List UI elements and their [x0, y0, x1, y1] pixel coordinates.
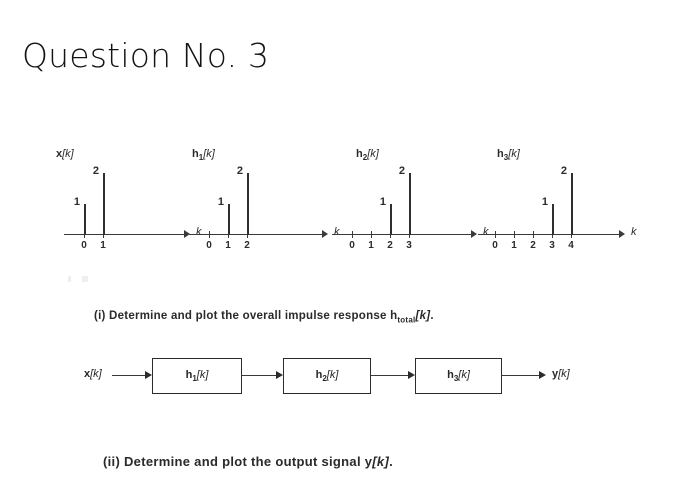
axis-tick — [533, 231, 534, 238]
block-h1[interactable]: h1[k] — [152, 358, 242, 394]
axis-arrow-icon — [322, 230, 328, 238]
stem-value-label: 1 — [541, 196, 548, 208]
stem-bar — [552, 204, 554, 235]
axis-tick — [514, 231, 515, 238]
axis-line — [478, 234, 621, 235]
stem-plot-label-x: x[k] — [56, 148, 74, 160]
axis-tick-label: 1 — [511, 240, 517, 251]
stem-bar — [84, 204, 86, 235]
axis-tick-label: 0 — [492, 240, 498, 251]
question-part-i: (i) Determine and plot the overall impul… — [94, 310, 434, 325]
axis-tick-label: 0 — [81, 240, 87, 251]
stem-plot-x: x[k] k 0 1 1 2 — [56, 148, 206, 258]
wire-h1-to-h2 — [242, 375, 277, 377]
axis-tick-label: 0 — [349, 240, 355, 251]
axis-arrow-icon — [471, 230, 477, 238]
axis-tick — [371, 231, 372, 238]
diagram-input-label: x[k] — [84, 368, 102, 380]
stem-bar — [103, 173, 105, 235]
stem-bar — [390, 204, 392, 235]
stem-plot-label-h2: h2[k] — [356, 148, 379, 163]
stem-plot-h2: h2[k] k 0 1 2 3 1 2 — [332, 148, 503, 258]
axis-tick — [209, 231, 210, 238]
stem-plot-label-h3: h3[k] — [497, 148, 520, 163]
stem-value-label: 2 — [236, 165, 243, 177]
stem-bar — [571, 173, 573, 235]
stem-bar — [228, 204, 230, 235]
stem-value-label: 1 — [379, 196, 386, 208]
wire-input-to-h1 — [112, 375, 146, 377]
axis-label-k: k — [334, 226, 340, 238]
axis-arrow-icon — [184, 230, 190, 238]
wire-arrow-icon — [539, 371, 546, 379]
stem-plot-h1: h1[k] k 0 1 2 1 2 — [189, 148, 352, 258]
axis-tick-label: 4 — [568, 240, 574, 251]
stem-value-label: 2 — [560, 165, 567, 177]
axis-line — [189, 234, 324, 235]
stem-bar — [247, 173, 249, 235]
axis-tick-label: 1 — [100, 240, 106, 251]
block-h2[interactable]: h2[k] — [283, 358, 371, 394]
axis-tick-label: 2 — [244, 240, 250, 251]
axis-tick-label: 2 — [387, 240, 393, 251]
axis-tick — [495, 231, 496, 238]
wire-arrow-icon — [145, 371, 152, 379]
diagram-output-label: y[k] — [552, 368, 570, 380]
wire-arrow-icon — [408, 371, 415, 379]
stem-plot-label-h1: h1[k] — [192, 148, 215, 163]
stem-bar — [409, 173, 411, 235]
axis-tick-label: 0 — [206, 240, 212, 251]
page-title: Question No. 3 — [22, 36, 270, 75]
stem-value-label: 1 — [73, 196, 80, 208]
scan-artifact — [68, 276, 108, 282]
wire-h3-to-output — [502, 375, 540, 377]
stem-value-label: 2 — [398, 165, 405, 177]
axis-tick-label: 3 — [406, 240, 412, 251]
axis-tick — [352, 231, 353, 238]
axis-label-k: k — [196, 226, 202, 238]
wire-arrow-icon — [276, 371, 283, 379]
block-h3[interactable]: h3[k] — [415, 358, 502, 394]
axis-tick-label: 2 — [530, 240, 536, 251]
axis-tick-label: 1 — [225, 240, 231, 251]
question-part-ii: (ii) Determine and plot the output signa… — [103, 454, 394, 469]
stem-plot-h3: h3[k] k 0 1 2 3 4 1 2 — [478, 148, 658, 258]
stem-value-label: 1 — [217, 196, 224, 208]
wire-h2-to-h3 — [371, 375, 409, 377]
axis-tick-label: 1 — [368, 240, 374, 251]
axis-tick-label: 3 — [549, 240, 555, 251]
stem-value-label: 2 — [92, 165, 99, 177]
axis-arrow-icon — [619, 230, 625, 238]
axis-line — [64, 234, 186, 235]
axis-label-k: k — [631, 226, 637, 238]
axis-label-k: k — [483, 226, 489, 238]
axis-line — [332, 234, 474, 235]
